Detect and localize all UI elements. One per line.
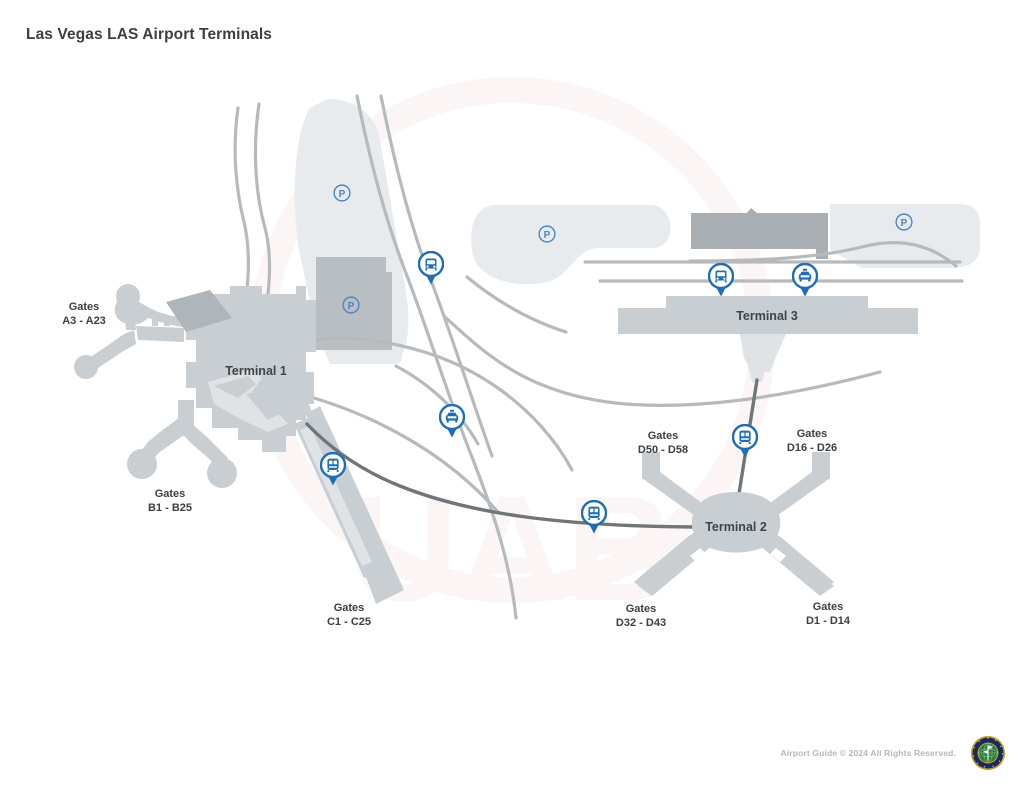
marker-taxi-t1[interactable] [439,404,465,438]
parking-north-lot[interactable]: P [333,184,352,203]
parking-icon: P [895,213,913,231]
map-geometry [74,94,980,620]
parking-icon: P [342,296,360,314]
svg-text:P: P [348,301,355,312]
parking-icon: P [538,225,556,243]
marker-bus-t3[interactable] [708,263,734,297]
airport-guide-seal-logo [970,735,1006,771]
tram-icon [320,452,346,486]
tram-icon [732,424,758,458]
copyright-text: Airport Guide © 2024 All Rights Reserved… [780,748,956,758]
airport-terminal-map[interactable]: UAB [0,0,1024,720]
marker-bus-t1-north[interactable] [418,251,444,285]
terminal-3-shapes [618,296,918,382]
parking-garage-t1[interactable]: P [342,296,361,315]
marker-tram-t2[interactable] [732,424,758,458]
taxi-icon [439,404,465,438]
svg-text:P: P [544,230,551,241]
footer: Airport Guide © 2024 All Rights Reserved… [780,735,1006,771]
svg-text:P: P [901,218,908,229]
terminal-2-shapes [634,452,834,596]
parking-garage-shapes [316,208,828,350]
marker-taxi-t3[interactable] [792,263,818,297]
terminal-2-pier-notches [690,548,786,562]
parking-central-lot[interactable]: P [538,225,557,244]
svg-text:P: P [339,189,346,200]
page-title: Las Vegas LAS Airport Terminals [26,26,273,43]
bus-icon [708,263,734,297]
marker-tram-midfield[interactable] [581,500,607,534]
marker-tram-t1[interactable] [320,452,346,486]
parking-icon: P [333,184,351,202]
tram-icon [581,500,607,534]
parking-east-lot[interactable]: P [895,213,914,232]
bus-icon [418,251,444,285]
terminal-1-shapes [74,284,404,604]
taxi-icon [792,263,818,297]
